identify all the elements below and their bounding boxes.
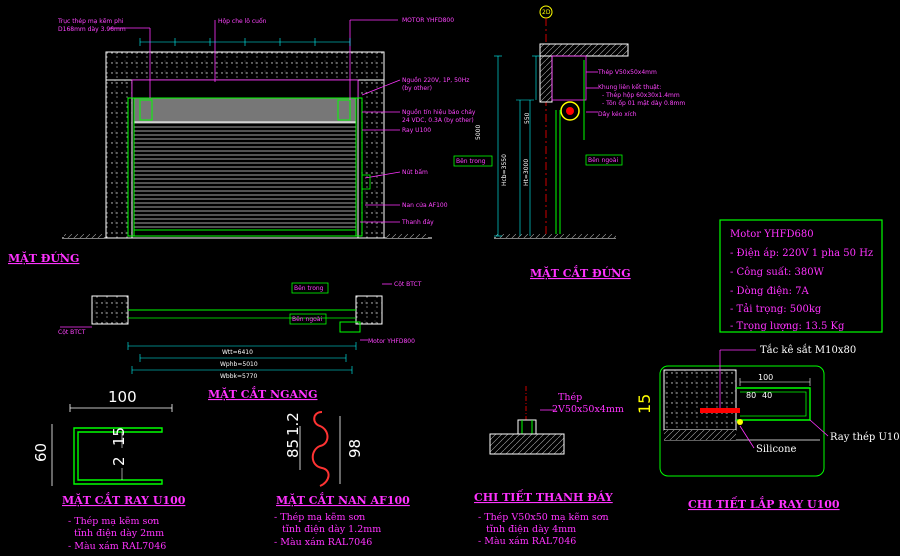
label-motor: MOTOR YHFD800 bbox=[402, 17, 454, 24]
dim-wphb: Wphb=5010 bbox=[220, 361, 258, 368]
install-dim-100: 100 bbox=[758, 373, 773, 382]
label-fire: Nguồn tín hiệu báo cháy bbox=[402, 108, 476, 116]
label-power: Nguồn 220V, 1P, 50Hz bbox=[402, 76, 469, 84]
slat-dim-b: 85 bbox=[284, 439, 302, 458]
motor-spec-title: Motor YHFD680 bbox=[730, 229, 814, 240]
install-dim-40: 40 bbox=[762, 391, 772, 400]
hsec-outside: Bên ngoài bbox=[292, 316, 322, 323]
hsec-column-right: Cột BTCT bbox=[394, 281, 422, 288]
side-section: 2D 5000 550 Hcb=3550 Ht=3000 Thép V bbox=[475, 5, 685, 280]
dim-wbbk: Wbbk=5770 bbox=[220, 373, 258, 380]
rail-dim-height: 60 bbox=[32, 443, 50, 462]
install-rail: Ray thép U100 bbox=[830, 432, 900, 443]
label-frame-a: - Thép hộp 60x30x1.4mm bbox=[602, 92, 680, 99]
label-steel-angle: Thép V50x50x4mm bbox=[597, 69, 657, 76]
label-power-2: (by other) bbox=[402, 85, 432, 92]
label-frame: Khung liên kết thuật: bbox=[598, 84, 661, 91]
rail-note-3: - Màu xám RAL7046 bbox=[68, 541, 166, 552]
label-chain: Dây kéo xích bbox=[598, 111, 637, 118]
rail-note-2: tĩnh điện dày 2mm bbox=[74, 528, 164, 539]
rail-note-1: - Thép mạ kẽm sơn bbox=[68, 516, 159, 527]
horizontal-section: Bên trong Bên ngoài Cột BTCT Cột BTCT Mo… bbox=[58, 281, 422, 401]
label-rail: Ray U100 bbox=[402, 127, 431, 134]
bottom-bar-note-2: tĩnh điện dày 4mm bbox=[486, 524, 576, 535]
motor-spec-line-5: - Trọng lượng: 13.5 Kg bbox=[730, 321, 845, 332]
label-outside: Bên ngoài bbox=[588, 157, 618, 164]
slat-dim-c: 98 bbox=[346, 439, 364, 458]
rail-dim-a: 15 bbox=[110, 427, 128, 446]
slat-section-title: MẶT CẮT NAN AF100 bbox=[276, 492, 410, 507]
rail-dim-b: 2 bbox=[110, 456, 128, 466]
slat-note-1: - Thép mạ kẽm sơn bbox=[274, 512, 365, 523]
label-frame-b: - Tôn ốp 01 mặt dày 0.8mm bbox=[602, 100, 685, 107]
label-inside: Bên trong bbox=[456, 158, 486, 165]
install-silicone: Silicone bbox=[756, 444, 797, 455]
install-dim-80: 80 bbox=[746, 391, 756, 400]
label-fire-2: 24 VDC, 0.3A (by other) bbox=[402, 117, 474, 124]
slat-note-3: - Màu xám RAL7046 bbox=[274, 537, 372, 548]
side-section-title: MẶT CẮT ĐỨNG bbox=[530, 265, 631, 280]
motor-spec-line-1: - Điện áp: 220V 1 pha 50 Hz bbox=[730, 248, 873, 259]
install-bolt: Tắc kê sắt M10x80 bbox=[760, 344, 856, 356]
dim-total: 5000 bbox=[475, 125, 482, 140]
front-view: Trục thép mạ kẽm phi D168mm dày 3.96mm H… bbox=[8, 17, 493, 265]
bottom-bar-label: Thép bbox=[558, 392, 582, 403]
bottom-bar-note-1: - Thép V50x50 mạ kẽm sơn bbox=[478, 512, 609, 523]
hsec-motor: Motor YHFD800 bbox=[368, 338, 415, 345]
dim-hcb: Hcb=3550 bbox=[501, 154, 508, 186]
motor-spec-line-4: - Tải trọng: 500kg bbox=[730, 304, 822, 315]
bottom-bar-note-3: - Màu xám RAL7046 bbox=[478, 536, 576, 547]
slat-dim-a: 1.2 bbox=[284, 412, 302, 436]
rail-section: 100 60 15 2 MẶT CẮT RAY U100 - Thép mạ k… bbox=[32, 388, 186, 552]
motor-spec-line-2: - Công suất: 380W bbox=[730, 267, 825, 278]
label-bottom-bar: Thanh đáy bbox=[401, 219, 434, 226]
bottom-bar-label-2: 2V50x50x4mm bbox=[552, 404, 624, 415]
install-dim-15: 15 bbox=[635, 394, 654, 414]
label-slat: Nan cửa AF100 bbox=[402, 202, 448, 209]
bottom-bar-detail: Thép 2V50x50x4mm CHI TIẾT THANH ĐÁY - Th… bbox=[474, 386, 624, 547]
rail-dim-width: 100 bbox=[108, 388, 137, 406]
motor-spec-box: Motor YHFD680 - Điện áp: 220V 1 pha 50 H… bbox=[719, 219, 883, 333]
hsec-inside: Bên trong bbox=[294, 285, 324, 292]
horizontal-section-title: MẶT CẮT NGANG bbox=[208, 386, 317, 401]
dim-ht: Ht=3000 bbox=[523, 159, 530, 186]
slat-note-2: tĩnh điện dày 1.2mm bbox=[282, 524, 381, 535]
motor-spec-line-3: - Dòng điện: 7A bbox=[730, 286, 809, 297]
label-hood: Hộp che lô cuốn bbox=[218, 18, 267, 25]
svg-text:2D: 2D bbox=[542, 9, 551, 16]
dim-wtt: Wtt=6410 bbox=[222, 349, 253, 356]
label-button: Nút bấm bbox=[402, 169, 428, 176]
dim-top: 550 bbox=[524, 112, 531, 124]
rail-section-title: MẶT CẮT RAY U100 bbox=[62, 492, 186, 507]
rail-install-detail: 100 80 40 15 Tắc kê sắt M10x80 Ray thép … bbox=[635, 344, 900, 511]
front-view-title: MẶT ĐỨNG bbox=[8, 251, 79, 265]
slat-section: 1.2 85 98 MẶT CẮT NAN AF100 - Thép mạ kẽ… bbox=[274, 411, 410, 548]
hsec-column-left: Cột BTCT bbox=[58, 329, 86, 336]
label-shaft: Trục thép mạ kẽm phi bbox=[57, 18, 124, 25]
label-shaft-2: D168mm dày 3.96mm bbox=[58, 26, 126, 33]
bottom-bar-title: CHI TIẾT THANH ĐÁY bbox=[474, 489, 613, 504]
rail-install-title: CHI TIẾT LẮP RAY U100 bbox=[688, 496, 840, 511]
